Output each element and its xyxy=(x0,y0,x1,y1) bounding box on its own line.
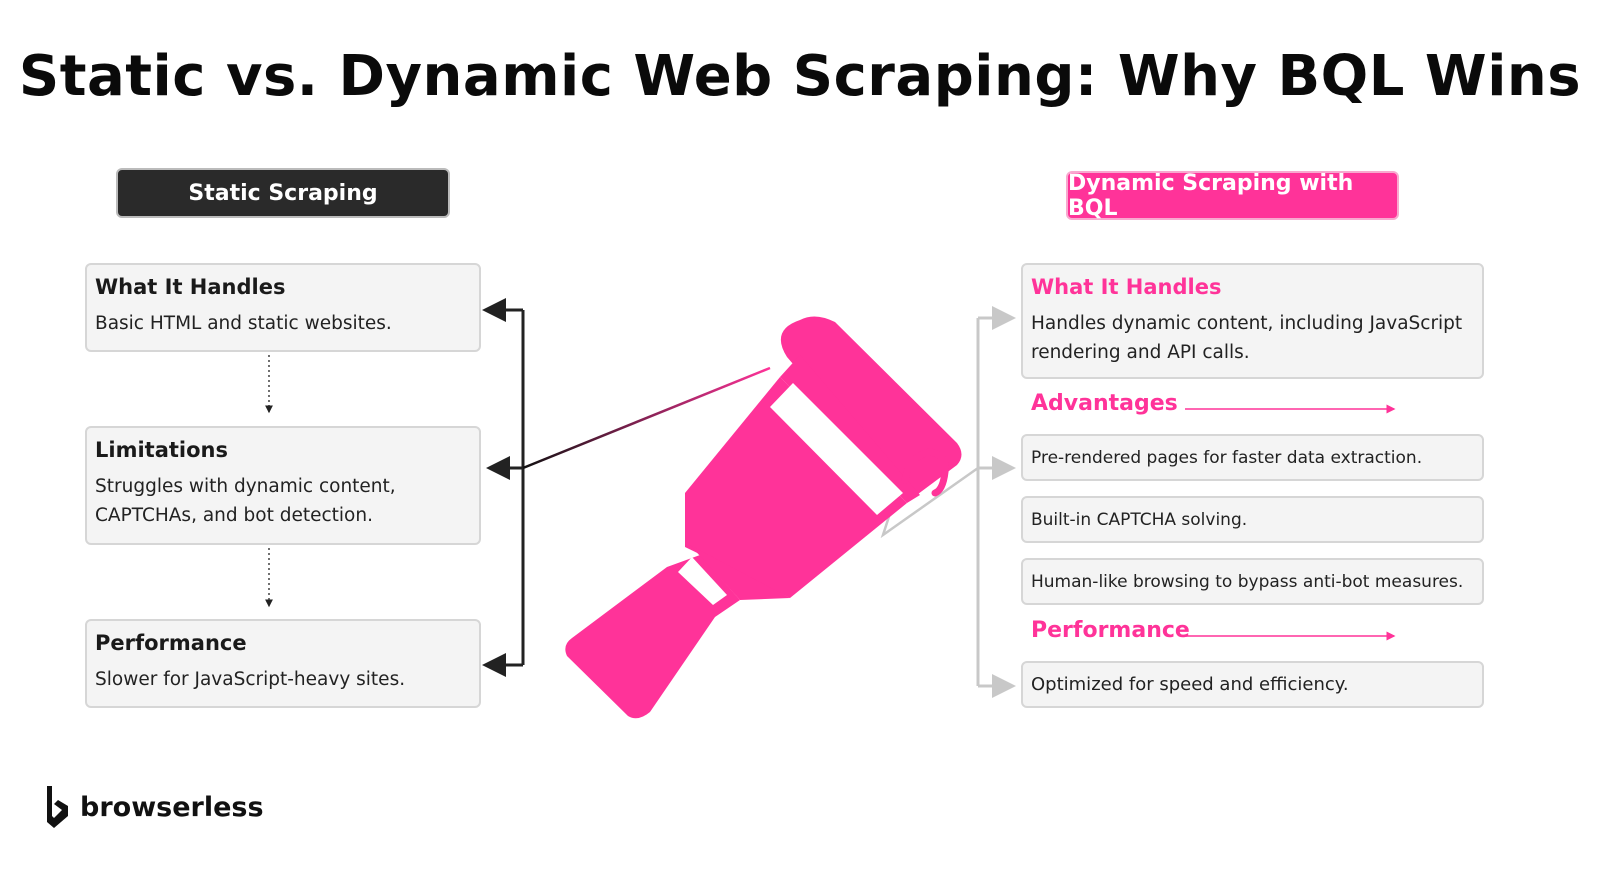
static-scraping-label: Static Scraping xyxy=(116,168,450,218)
performance-heading: Performance xyxy=(1031,618,1190,643)
scraper-icon xyxy=(565,316,962,719)
card-text: Basic HTML and static websites. xyxy=(95,313,392,334)
left-bracket xyxy=(482,298,525,677)
left-connector xyxy=(522,366,771,470)
brand-name: browserless xyxy=(80,791,264,823)
static-limitations-card: Limitations Struggles with dynamic conte… xyxy=(85,426,481,545)
card-text: Slower for JavaScript-heavy sites. xyxy=(95,669,406,690)
advantage-item: Pre-rendered pages for faster data extra… xyxy=(1021,434,1484,481)
card-heading: Limitations xyxy=(95,438,228,462)
pink-arrows xyxy=(1185,404,1396,641)
card-heading: Performance xyxy=(95,631,247,655)
static-handles-card: What It Handles Basic HTML and static we… xyxy=(85,263,481,352)
browserless-logo: browserless xyxy=(44,784,264,830)
card-heading: What It Handles xyxy=(1031,275,1222,299)
advantages-heading: Advantages xyxy=(1031,391,1178,416)
dynamic-handles-card: What It Handles Handles dynamic content,… xyxy=(1021,263,1484,379)
card-text: Handles dynamic content, including JavaS… xyxy=(1031,313,1463,363)
page-title: Static vs. Dynamic Web Scraping: Why BQL… xyxy=(18,44,1582,109)
dynamic-scraping-label: Dynamic Scraping with BQL xyxy=(1066,171,1399,221)
performance-item: Optimized for speed and efficiency. xyxy=(1021,661,1484,708)
static-performance-card: Performance Slower for JavaScript-heavy … xyxy=(85,619,481,708)
advantage-item: Built-in CAPTCHA solving. xyxy=(1021,496,1484,543)
card-heading: What It Handles xyxy=(95,275,286,299)
browserless-logo-icon xyxy=(47,786,68,828)
card-text: Struggles with dynamic content, CAPTCHAs… xyxy=(95,476,396,526)
advantage-item: Human-like browsing to bypass anti-bot m… xyxy=(1021,558,1484,605)
